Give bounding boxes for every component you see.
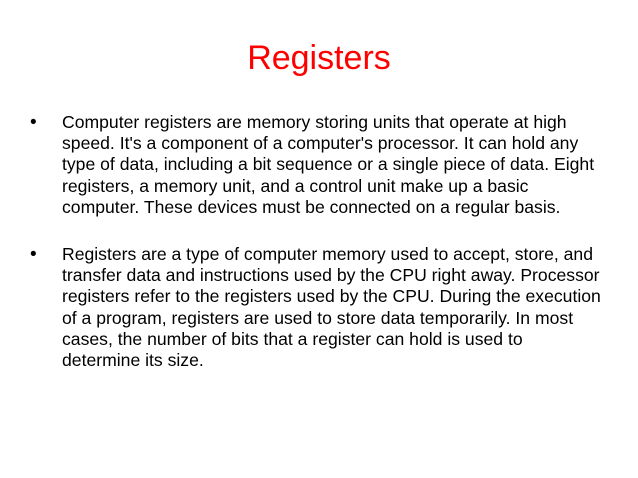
bullet-text-1: Computer registers are memory storing un…: [62, 112, 595, 217]
bullet-icon: •: [30, 112, 37, 133]
slide-title: Registers: [247, 39, 391, 77]
bullet-text-2: Registers are a type of computer memory …: [62, 244, 601, 371]
bullet-icon: •: [30, 244, 37, 266]
bullet-item-1: • Computer registers are memory storing …: [30, 112, 602, 218]
bullet-item-2: • Registers are a type of computer memor…: [30, 244, 602, 371]
bullet-list: • Computer registers are memory storing …: [30, 112, 602, 397]
